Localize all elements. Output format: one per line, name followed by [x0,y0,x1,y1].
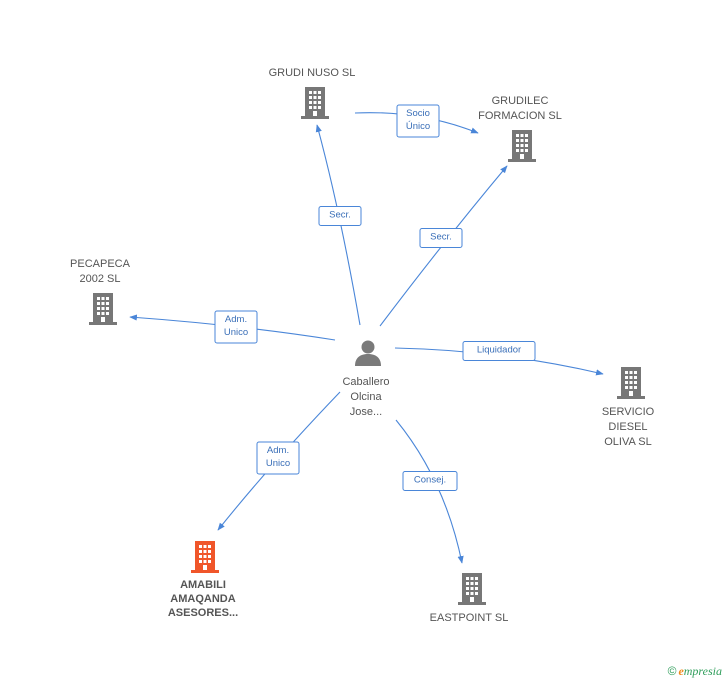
company-node-grudi-nuso[interactable]: GRUDI NUSO SL [269,67,356,119]
company-node-amabili[interactable]: AMABILI AMAQANDA ASESORES... [168,541,238,619]
edge-label-box [214,310,258,344]
edge-person-to-pecapeca: Adm. Unico [129,310,336,344]
edge-label-text: Consej. [414,475,446,486]
edge-label-box [402,471,458,491]
company-name-line: 2002 SL [80,273,121,285]
edge-person-to-amabili: Adm. Unico [217,391,341,531]
building-icon [508,130,536,162]
company-name-line: AMABILI [180,579,226,591]
company-name-line: PECAPECA [70,258,131,270]
building-icon [458,573,486,605]
edge-label-text: Unico [224,327,248,338]
brand-initial: e [678,664,684,678]
person-name-line: Caballero [342,376,389,388]
company-node-pecapeca[interactable]: PECAPECA 2002 SL [70,258,131,325]
company-name-line: GRUDILEC [492,95,549,107]
building-icon [89,293,117,325]
company-name-line: SERVICIO [602,406,655,418]
edge-arrow [395,419,464,564]
edge-label-box [396,104,440,138]
edge-label-text: Adm. [225,314,247,325]
company-name-line: AMAQANDA [170,593,235,605]
company-node-eastpoint[interactable]: EASTPOINT SL [430,573,509,624]
company-name-line: OLIVA SL [604,436,652,448]
empresia-logo: ©empresia [668,664,722,679]
company-name-line: DIESEL [608,421,647,433]
edge-label-box [256,441,300,475]
person-name-line: Olcina [350,391,382,403]
edge-label-text: Adm. [267,445,289,456]
edge-person-to-eastpoint: Consej. [395,419,464,564]
building-icon [191,541,219,573]
company-name-line: GRUDI NUSO SL [269,67,356,79]
edge-label-text: Secr. [430,232,452,243]
building-icon [301,87,329,119]
person-icon [355,340,381,366]
edge-label-text: Liquidador [477,345,521,356]
edge-person-to-servicio-diesel: Liquidador [394,341,604,376]
company-name-line: EASTPOINT SL [430,612,509,624]
edge-label-box [419,228,463,248]
company-node-grudilec[interactable]: GRUDILEC FORMACION SL [478,95,562,162]
person-name-line: Jose... [350,406,382,418]
company-node-servicio-diesel[interactable]: SERVICIO DIESEL OLIVA SL [602,367,655,448]
company-name-line: FORMACION SL [478,110,562,122]
person-node[interactable]: CaballeroOlcinaJose... [342,340,390,419]
edge-label-box [318,206,362,226]
edge-label-text: Secr. [329,210,351,221]
edge-person-to-grudilec: Secr. [379,165,508,327]
company-name-line: ASESORES... [168,607,238,619]
edge-label-box [462,341,536,361]
edge-label-text: Socio [406,108,430,119]
brand-name: mpresia [683,664,722,678]
building-icon [617,367,645,399]
copyright-symbol: © [667,664,677,678]
edge-label-text: Único [406,121,430,132]
edge-person-to-grudi-nuso: Secr. [315,124,362,326]
edge-label-text: Unico [266,458,290,469]
